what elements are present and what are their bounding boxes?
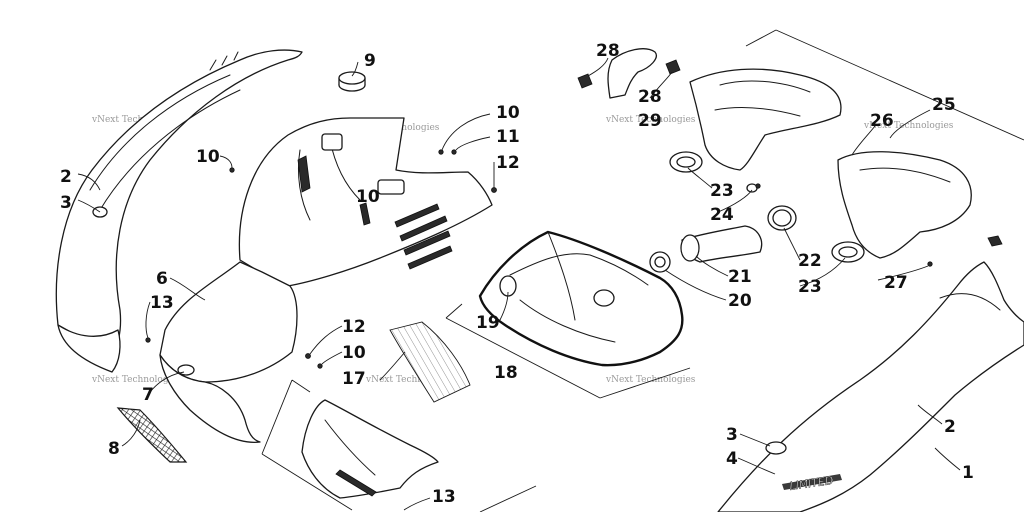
callout-4: 4 [726, 449, 738, 469]
callout-28: 28 [638, 87, 662, 107]
part-heat-shield [389, 321, 471, 403]
callout-7: 7 [142, 385, 154, 405]
callout-10: 10 [196, 147, 220, 167]
watermark-text: vNext Technologies [365, 375, 456, 385]
callout-26: 26 [870, 111, 894, 131]
callout-23: 23 [798, 277, 822, 297]
callout-24: 24 [710, 205, 734, 225]
callout-3: 3 [726, 425, 738, 445]
part-upper-intake [577, 48, 842, 193]
part-intake-duct [649, 205, 797, 273]
callout-1: 1 [962, 463, 974, 483]
callout-18: 18 [494, 363, 518, 383]
callout-2: 2 [60, 167, 72, 187]
callout-27: 27 [884, 273, 908, 293]
watermark-text: vNext Technologies [605, 115, 696, 125]
callout-12: 12 [342, 317, 366, 337]
callout-13: 13 [432, 487, 456, 507]
callout-20: 20 [728, 291, 752, 311]
callout-29: 29 [638, 111, 662, 131]
callout-21: 21 [728, 267, 752, 287]
callout-8: 8 [108, 439, 120, 459]
callout-23: 23 [710, 181, 734, 201]
part-right-hood-panel: LIMITED [717, 261, 1024, 512]
callout-28: 28 [596, 41, 620, 61]
watermark-text: vNext Technologies [91, 115, 182, 125]
callout-22: 22 [798, 251, 822, 271]
callout-12: 12 [496, 153, 520, 173]
callout-17: 17 [342, 369, 366, 389]
bracket-lower-group [261, 379, 537, 512]
callout-10: 10 [356, 187, 380, 207]
leader-lines [77, 57, 961, 511]
callout-9: 9 [364, 51, 376, 71]
part-lower-belly-pan [301, 399, 439, 499]
callout-10: 10 [342, 343, 366, 363]
callout-13: 13 [150, 293, 174, 313]
watermark-text: vNext Technologies [863, 121, 954, 131]
part-right-air-duct [831, 151, 1003, 263]
part-grommet [338, 71, 366, 92]
callout-2: 2 [944, 417, 956, 437]
part-nose-cowl [159, 117, 493, 443]
callout-10: 10 [496, 103, 520, 123]
callout-11: 11 [496, 127, 520, 147]
part-airbox-tray [478, 230, 684, 367]
callout-labels: 1 2 2 3 3 4 6 7 8 9 10 10 10 10 11 12 12… [60, 41, 974, 507]
watermark-text: vNext Technologies [605, 375, 696, 385]
callout-6: 6 [156, 269, 168, 289]
callout-3: 3 [60, 193, 72, 213]
bracket-right-duct-group [745, 29, 1024, 141]
part-left-side-panel [55, 49, 303, 373]
callout-25: 25 [932, 95, 956, 115]
fasteners [145, 149, 933, 369]
callout-19: 19 [476, 313, 500, 333]
part-mesh-screen [116, 407, 188, 463]
hood-decal-text: LIMITED [789, 474, 835, 493]
watermark-text: vNext Technologies [91, 375, 182, 385]
bracket-airbox-group [445, 303, 691, 399]
